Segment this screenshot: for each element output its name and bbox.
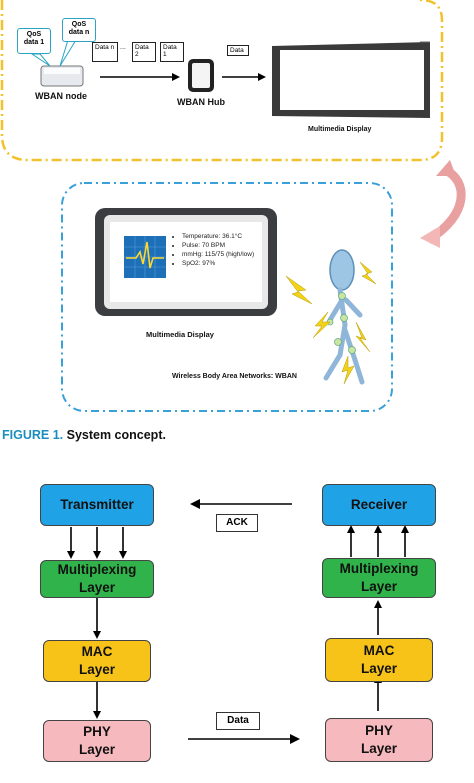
body-sensors	[326, 292, 356, 354]
ecg-line	[126, 241, 164, 269]
rx-mac-block: MAC Layer	[325, 638, 433, 682]
data-label: Data	[216, 712, 260, 730]
vital-temperature: Temperature: 36.1°C	[182, 232, 274, 241]
qos-data-1-bubble: QoS data 1	[17, 28, 51, 54]
packet-ellipsis: ...	[120, 44, 126, 51]
receiver-block: Receiver	[322, 484, 436, 526]
figure1-frames	[0, 0, 466, 412]
vital-pulse: Pulse: 70 BPM	[182, 241, 274, 250]
rx-phy-block: PHY Layer	[325, 718, 433, 762]
vitals-list: Temperature: 36.1°C Pulse: 70 BPM mmHg: …	[172, 232, 274, 268]
transmitter-block: Transmitter	[40, 484, 154, 526]
tx-mac-block: MAC Layer	[43, 640, 151, 682]
ack-label: ACK	[216, 514, 258, 532]
packet-data-2: Data 2	[132, 42, 156, 62]
wban-hub-label: WBAN Hub	[177, 97, 225, 107]
vital-bp: mmHg: 115/75 (high/low)	[182, 250, 274, 259]
tx-multiplexing-block: Multiplexing Layer	[40, 560, 154, 598]
figure-caption: FIGURE 1. System concept.	[2, 428, 166, 442]
top-display-label: Multimedia Display	[308, 126, 372, 133]
caption-label: FIGURE 1.	[2, 428, 64, 442]
top-dashed-frame	[0, 0, 444, 162]
wban-node-label: WBAN node	[35, 91, 87, 101]
qos-data-n-bubble: QoS data n	[62, 18, 96, 42]
bottom-display-label: Multimedia Display	[146, 330, 214, 339]
packet-data-1: Data 1	[160, 42, 184, 62]
caption-text: System concept.	[66, 428, 166, 442]
rx-multiplexing-block: Multiplexing Layer	[322, 558, 436, 598]
network-label: Wireless Body Area Networks: WBAN	[172, 373, 297, 380]
lightning-icons	[285, 261, 377, 385]
tx-phy-block: PHY Layer	[43, 720, 151, 762]
packet-data-n: Data n	[92, 42, 118, 62]
walking-person	[323, 249, 365, 385]
figure2-arrows	[67, 499, 409, 744]
vital-spo2: SpO2: 97%	[182, 259, 274, 268]
hub-packet: Data	[227, 45, 249, 56]
curved-arrow	[425, 165, 466, 244]
